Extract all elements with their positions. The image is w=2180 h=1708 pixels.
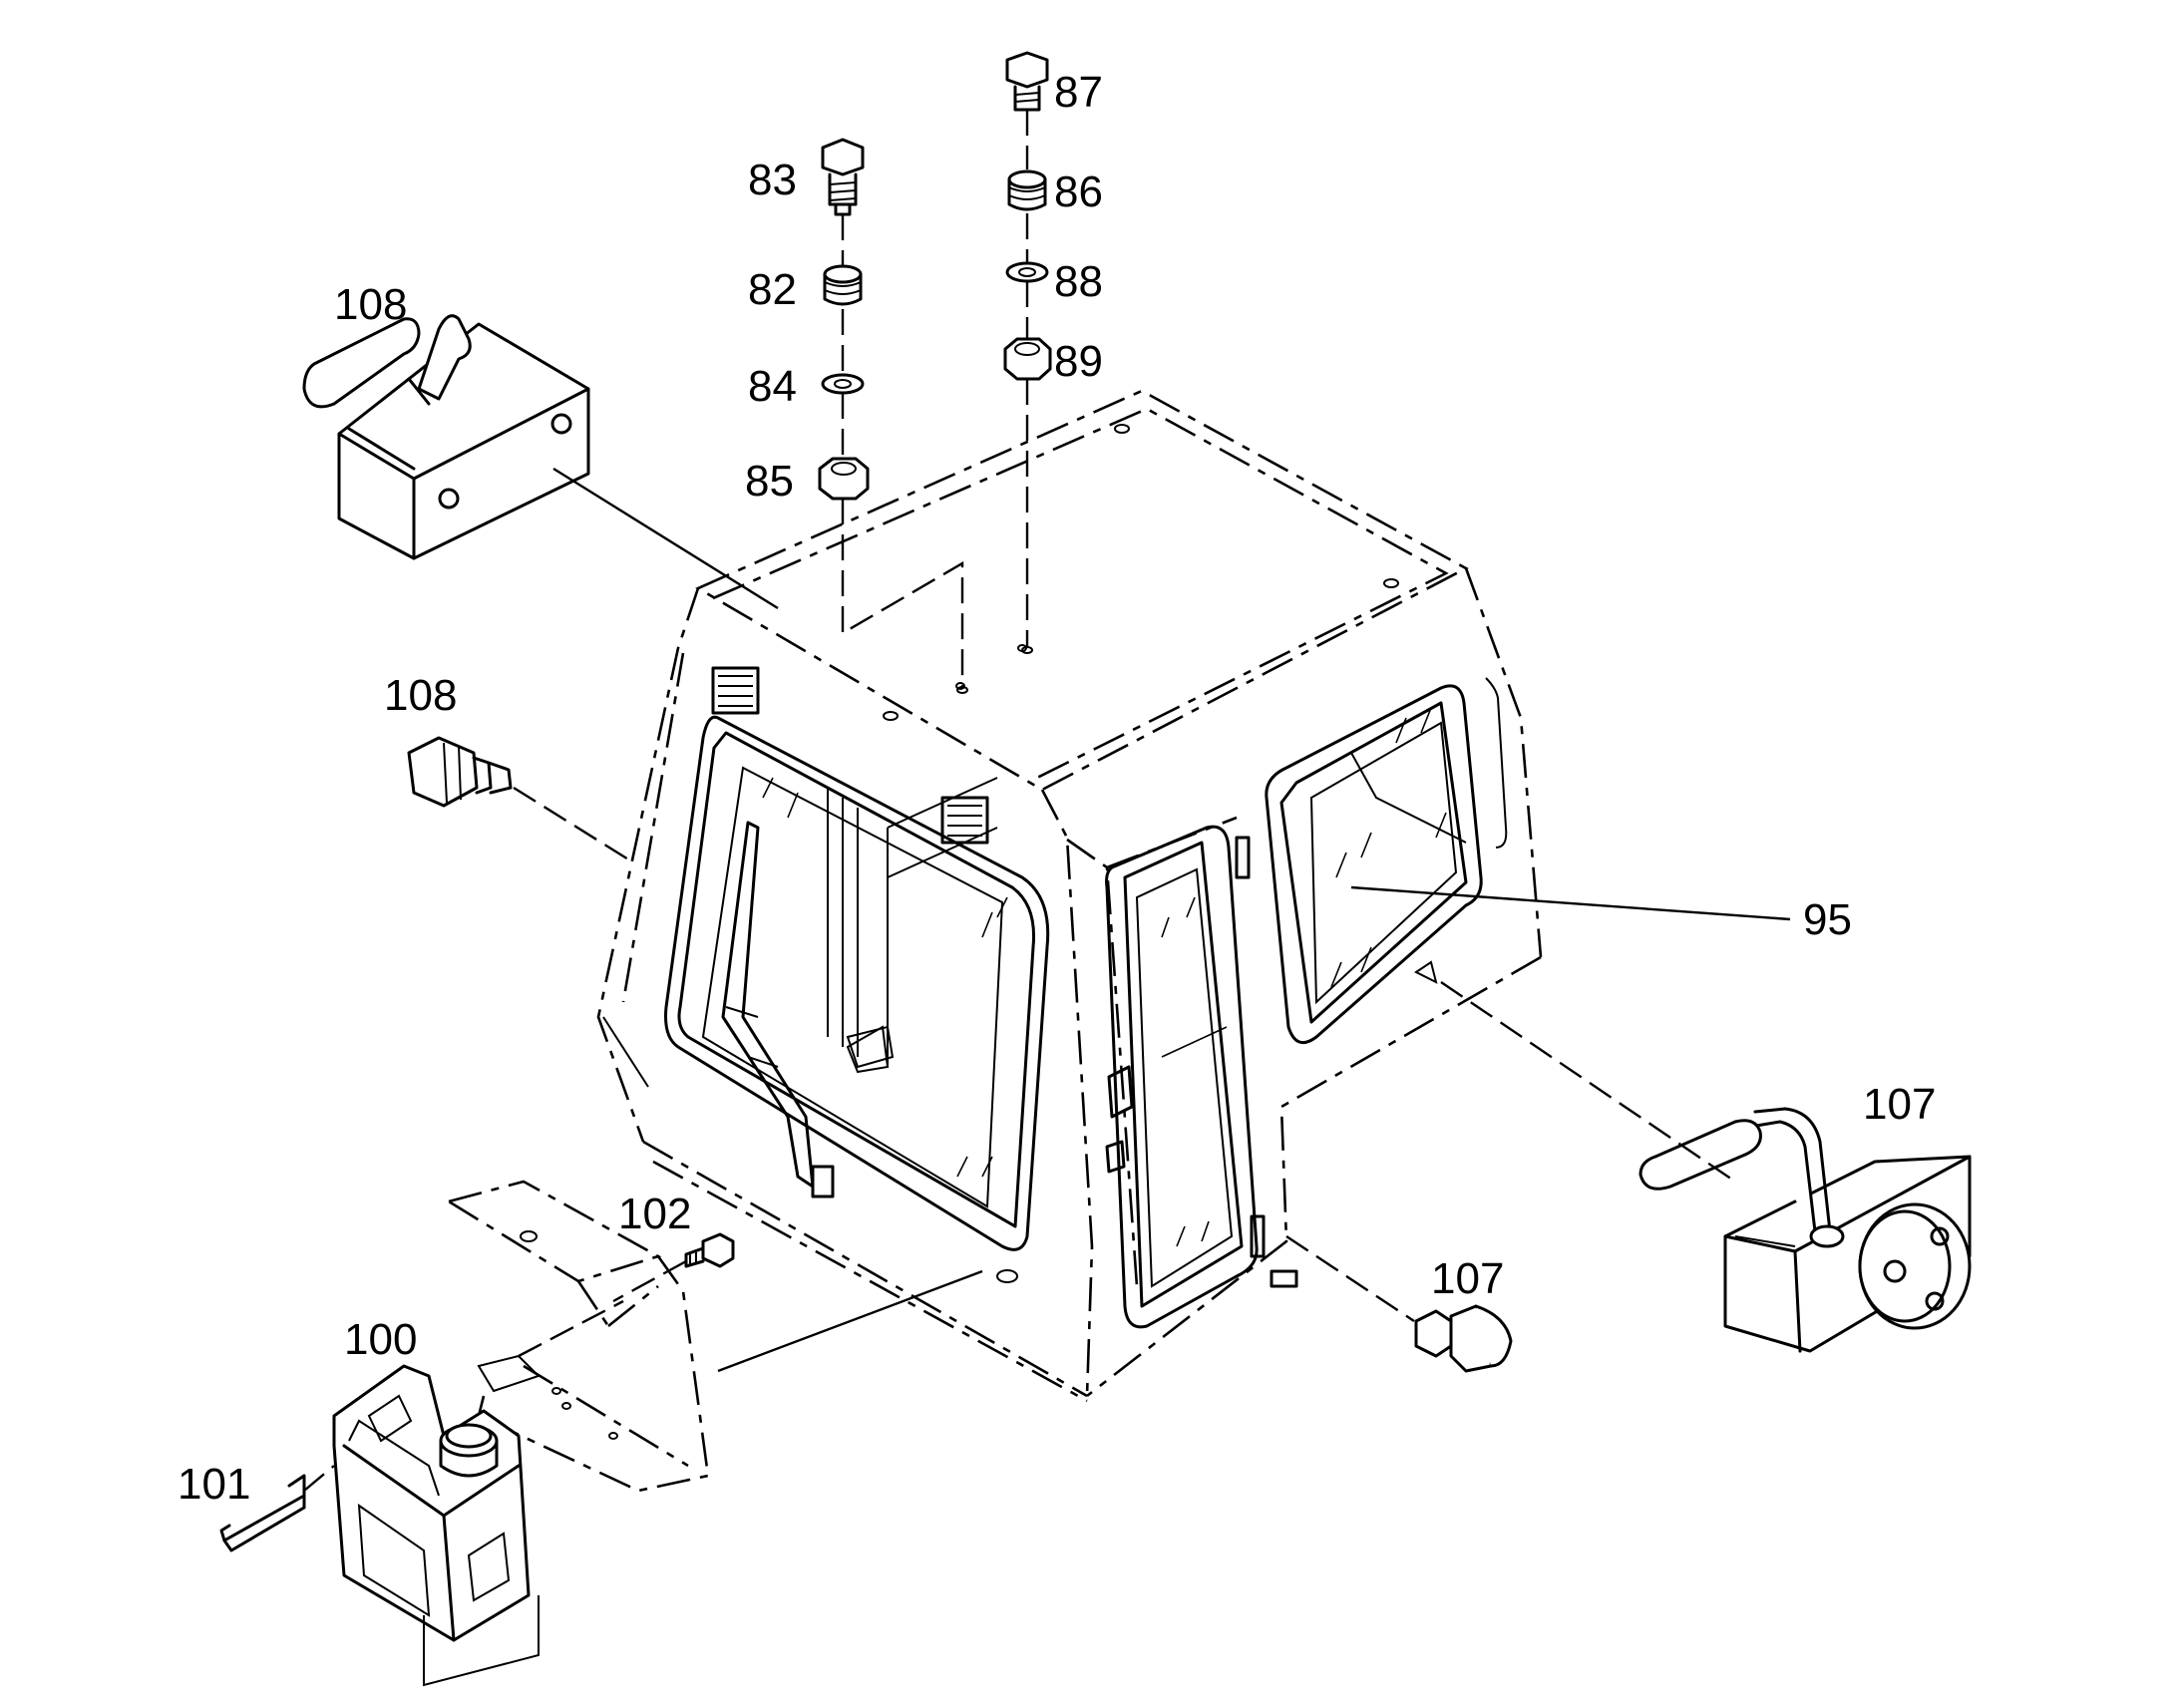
- bolt-83: [821, 138, 865, 216]
- label-82: 82: [748, 265, 797, 314]
- label-107-plug: 107: [1431, 1254, 1504, 1303]
- spring-washer-82: [823, 264, 863, 306]
- bolt-102: [684, 1232, 735, 1268]
- label-85: 85: [745, 457, 794, 506]
- leader-107b: [1285, 1235, 1415, 1322]
- label-102: 102: [618, 1190, 691, 1238]
- wiper-motor-108: [302, 314, 590, 560]
- leader-bracket: [717, 1269, 983, 1373]
- reservoir-100: [332, 1364, 540, 1687]
- label-108-top: 108: [334, 280, 407, 329]
- leader-95: [1350, 885, 1791, 921]
- leader-108a: [552, 467, 779, 610]
- plug-108: [407, 736, 513, 808]
- label-100: 100: [344, 1315, 417, 1364]
- label-87: 87: [1054, 68, 1103, 117]
- mounting-bracket: [445, 1180, 710, 1493]
- bolt-87: [1005, 51, 1049, 112]
- fastener-axis-left: [841, 214, 968, 694]
- leader-108b: [513, 786, 634, 864]
- label-86: 86: [1054, 168, 1103, 216]
- spring-washer-86: [1007, 170, 1047, 211]
- label-89: 89: [1054, 337, 1103, 386]
- label-84: 84: [748, 362, 797, 411]
- motor-107: [1638, 1107, 1972, 1353]
- plug-107: [1414, 1304, 1513, 1373]
- washer-88: [1005, 261, 1049, 283]
- label-88: 88: [1054, 257, 1103, 306]
- washer-84: [821, 373, 865, 395]
- label-108-plug: 108: [384, 671, 457, 720]
- cab-body: [596, 389, 1543, 1403]
- leader-101: [303, 1465, 335, 1492]
- leader-102: [612, 1259, 687, 1303]
- nut-85: [818, 457, 870, 501]
- nut-89: [1003, 337, 1052, 381]
- label-83: 83: [748, 156, 797, 204]
- label-101: 101: [178, 1460, 250, 1509]
- fastener-axis-right: [1021, 110, 1033, 654]
- clip-101: [219, 1474, 306, 1552]
- label-107-motor: 107: [1863, 1080, 1936, 1129]
- leader-107a: [1440, 981, 1736, 1183]
- label-95: 95: [1803, 895, 1852, 944]
